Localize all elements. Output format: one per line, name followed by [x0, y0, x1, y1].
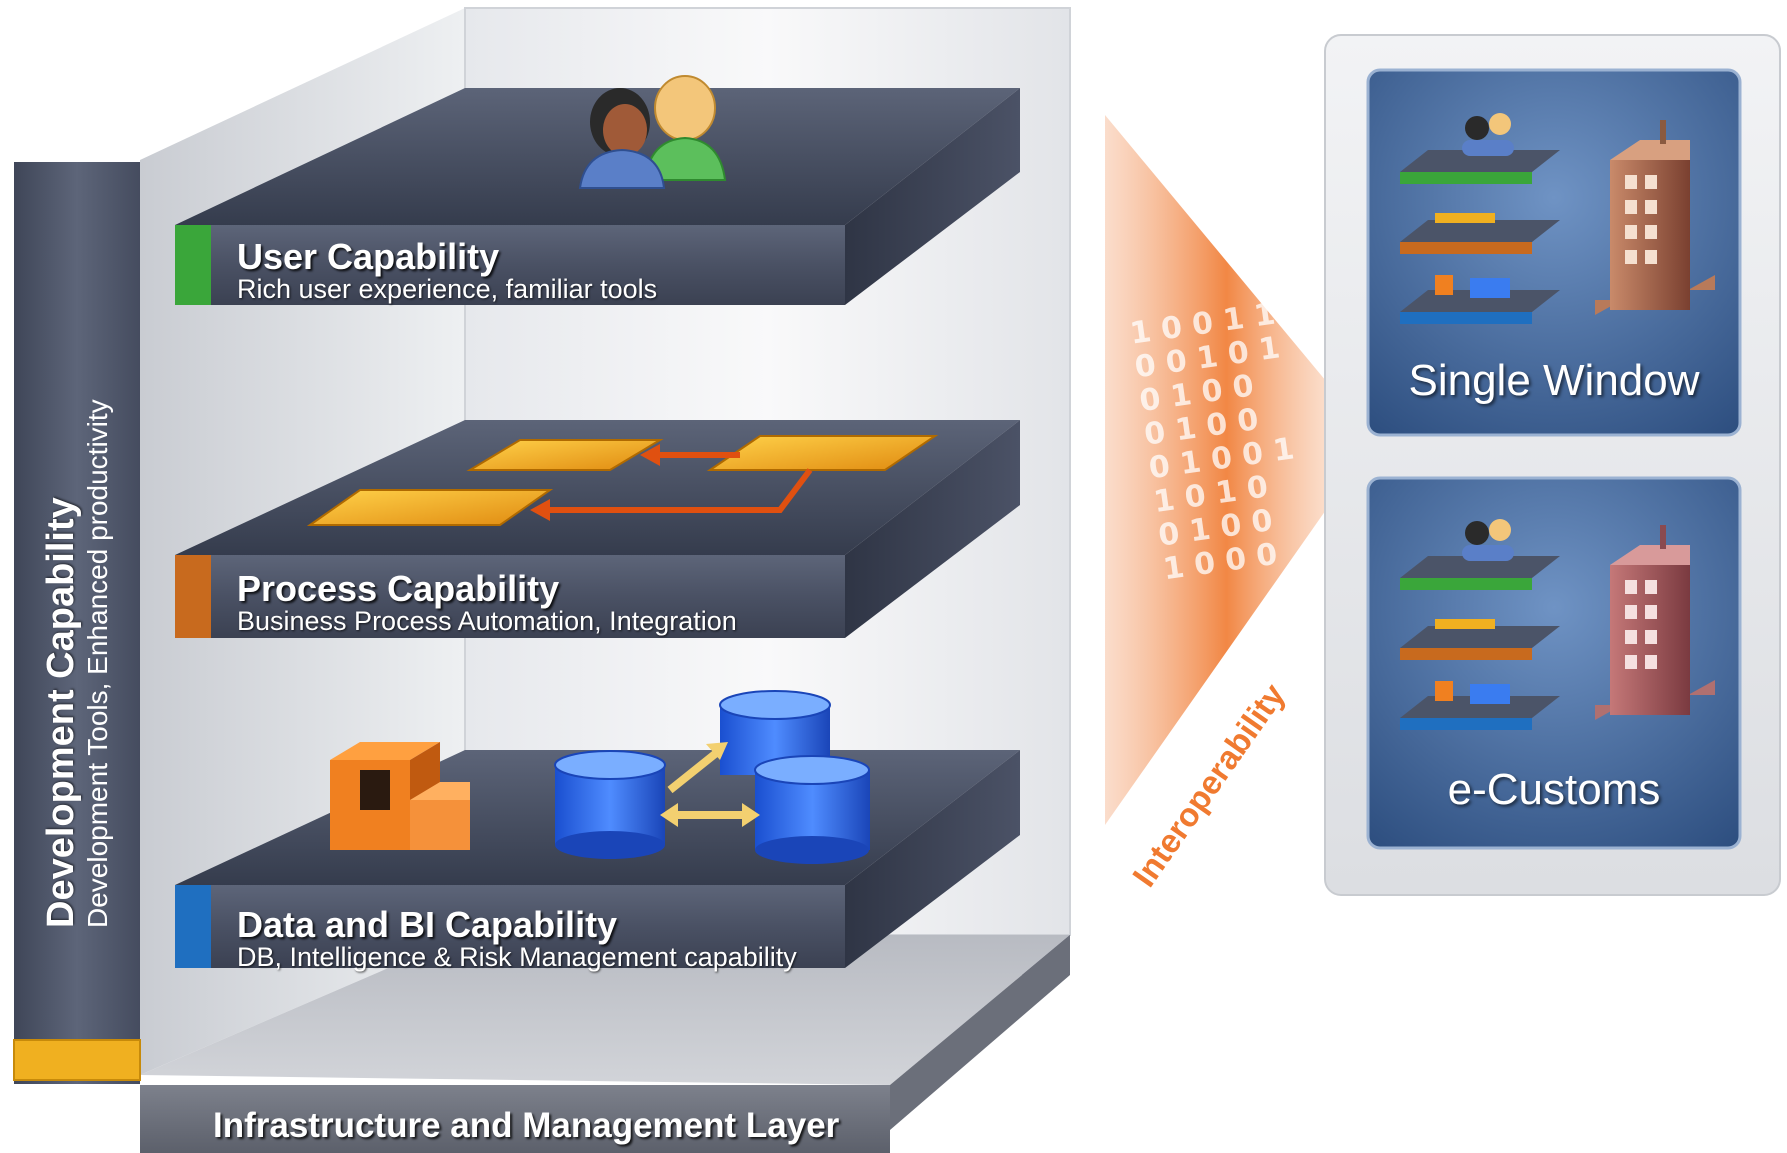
mini-stack — [1400, 519, 1560, 730]
development-column — [13, 162, 141, 1084]
interoperability-beam — [1105, 115, 1375, 825]
user-capability-title: User Capability — [237, 236, 500, 277]
mini-stack — [1400, 113, 1560, 324]
development-title: Development Capability — [40, 497, 82, 928]
building-icon — [1595, 120, 1715, 315]
e-customs-label: e-Customs — [1447, 765, 1661, 814]
process-capability-title: Process Capability — [237, 568, 560, 609]
process-capability-subtitle: Business Process Automation, Integration — [237, 606, 737, 636]
single-window-label: Single Window — [1408, 356, 1700, 405]
infrastructure-base — [140, 935, 1070, 1153]
data-capability-subtitle: DB, Intelligence & Risk Management capab… — [237, 942, 797, 972]
users-icon — [578, 75, 727, 189]
single-window-panel — [1366, 68, 1742, 437]
building-icon — [1595, 525, 1715, 720]
cube-icon — [330, 742, 470, 850]
database-icon — [554, 690, 870, 864]
data-capability-title: Data and BI Capability — [237, 904, 618, 945]
infrastructure-title: Infrastructure and Management Layer — [213, 1106, 840, 1145]
development-subtitle: Development Tools, Enhanced productivity — [82, 399, 113, 928]
e-customs-panel — [1366, 476, 1742, 850]
process-flow-icon — [306, 435, 939, 526]
user-capability-subtitle: Rich user experience, familiar tools — [237, 274, 658, 304]
